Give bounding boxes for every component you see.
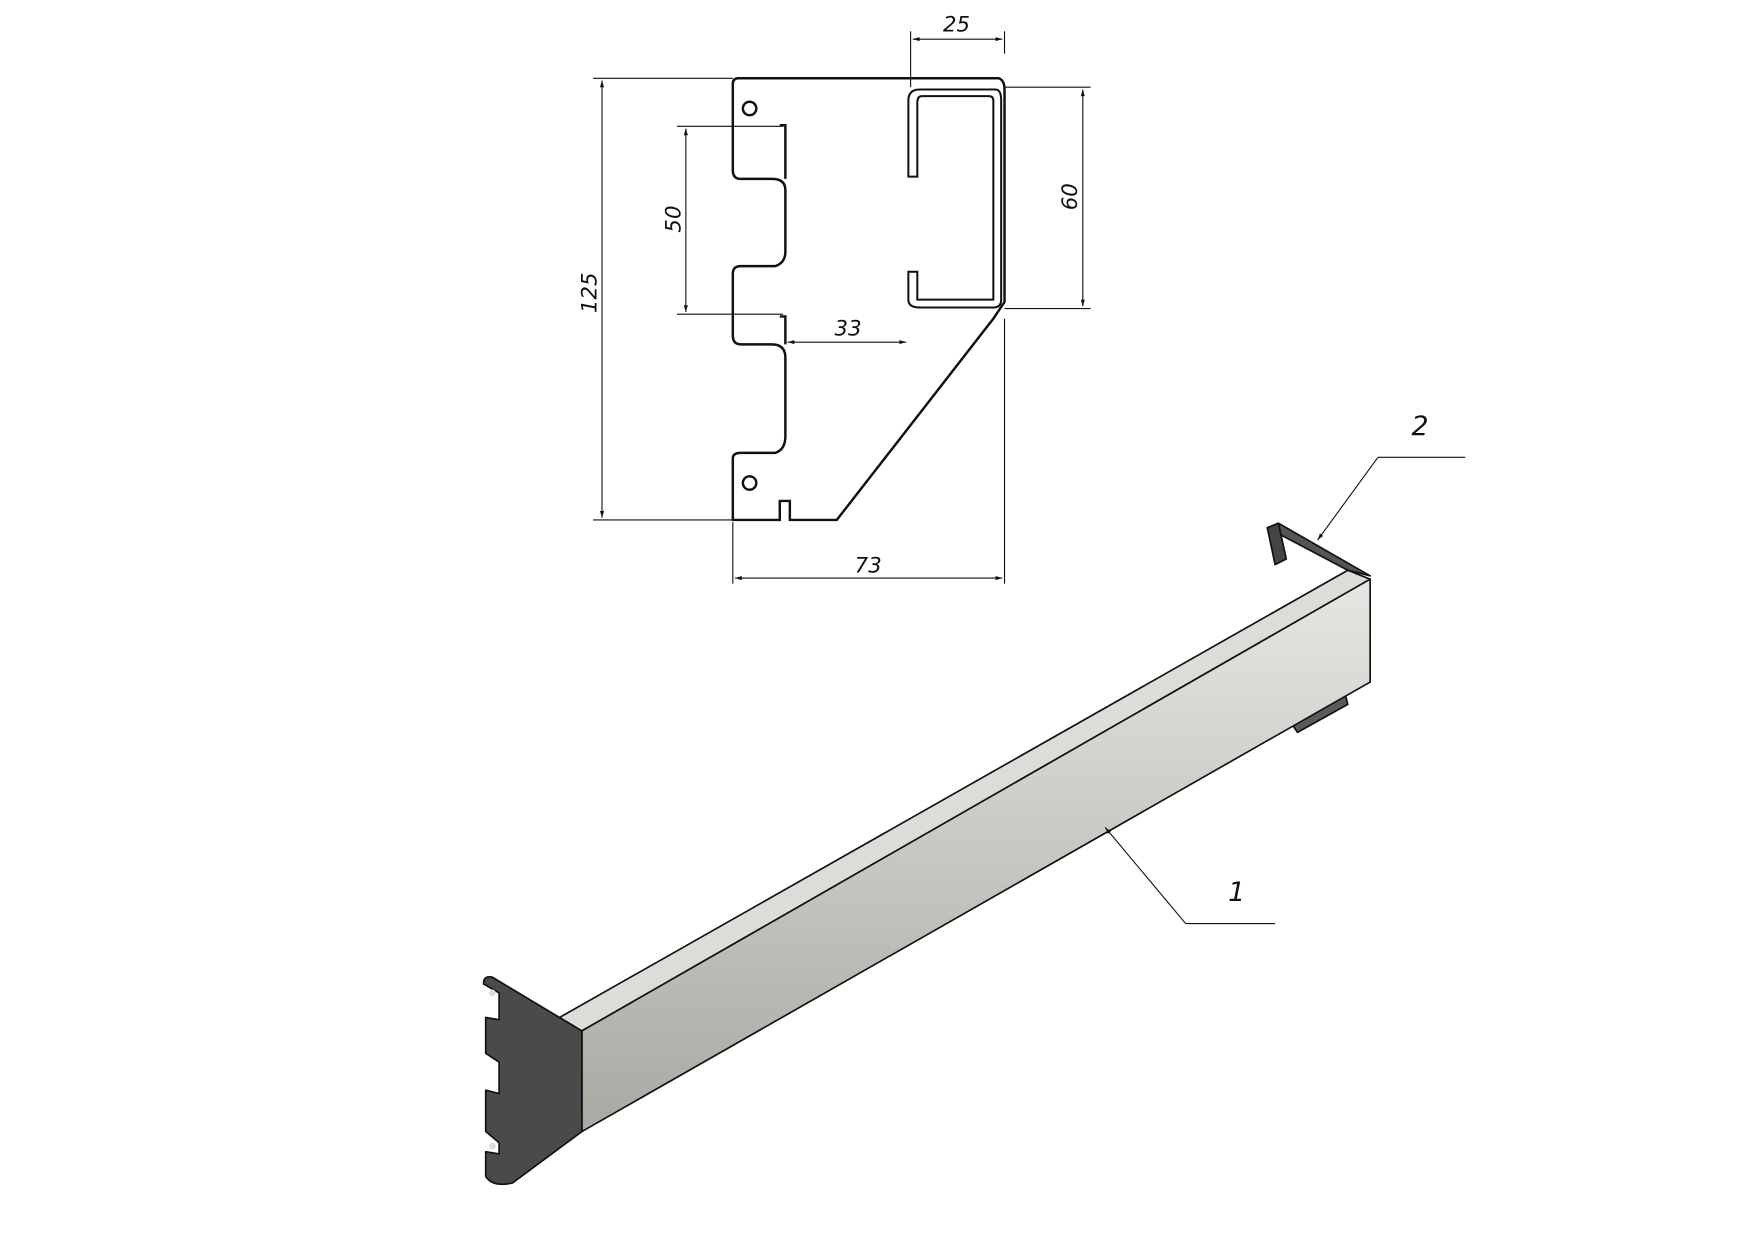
isometric-rail <box>482 522 1371 1186</box>
dim-50: 50 <box>661 206 686 233</box>
dim-73: 73 <box>855 553 882 578</box>
callout-1 <box>1104 827 1276 925</box>
bracket-profile <box>731 77 1006 522</box>
callout-2-label: 2 <box>1412 411 1429 442</box>
dim-60: 60 <box>1058 183 1083 210</box>
dimension-lines <box>593 31 1091 584</box>
callout-2 <box>1317 456 1466 541</box>
end-plate-left <box>482 975 583 1186</box>
tube-front-face <box>581 578 1371 1133</box>
dim-125: 125 <box>577 273 602 314</box>
dim-25: 25 <box>943 12 970 37</box>
dim-33: 33 <box>835 316 862 341</box>
callout-1-label: 1 <box>1228 877 1245 908</box>
tube-top-face <box>558 569 1371 1032</box>
